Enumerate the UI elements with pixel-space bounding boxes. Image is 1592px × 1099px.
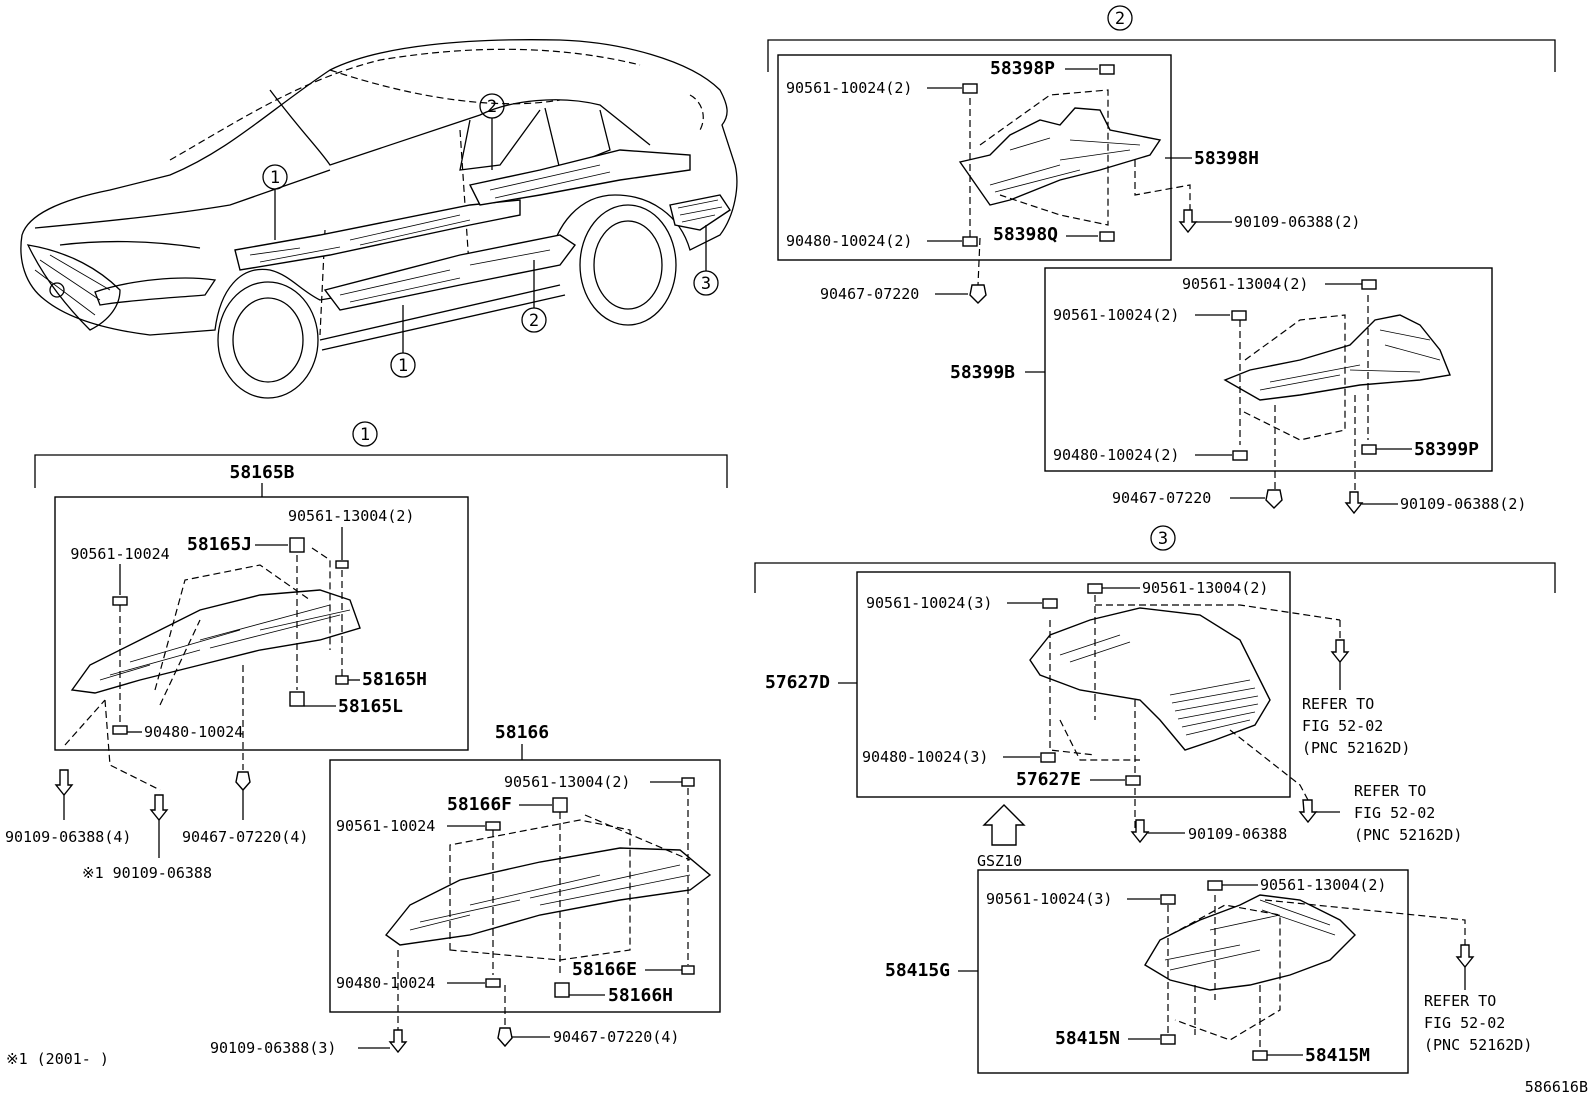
label-90561-10024-3-e: 90561-10024(3) (986, 890, 1112, 908)
figure-id: 586616B (1525, 1078, 1588, 1096)
group-3-callout: 3 (1150, 525, 1176, 551)
refer-3-line1: REFER TO (1424, 992, 1496, 1010)
label-58399B: 58399B (950, 362, 1015, 383)
label-90561-13004-2-c: 90561-13004(2) (1182, 275, 1308, 293)
label-58166F: 58166F (447, 794, 512, 815)
callout-1-lower: 1 (390, 352, 416, 378)
group-2: 2 58398P 90561-10024(2) 58398H 90480-100… (767, 5, 1556, 515)
label-57627D: 57627D (765, 672, 830, 693)
car-illustration: 1 2 1 2 3 (20, 39, 738, 399)
label-58398Q: 58398Q (993, 224, 1058, 245)
refer-1-line2: FIG 52-02 (1302, 717, 1383, 735)
refer-1-line3: (PNC 52162D) (1302, 739, 1410, 757)
label-58166E: 58166E (572, 959, 637, 980)
label-90561-10024-2-c: 90561-10024(2) (1053, 306, 1179, 324)
label-90480-10024-2-c: 90480-10024(2) (1053, 446, 1179, 464)
label-90480-10024: 90480-10024 (144, 723, 243, 741)
label-90467-07220: 90467-07220 (820, 285, 919, 303)
label-90561-13004-2-b: 90561-13004(2) (504, 773, 630, 791)
refer-3-line2: FIG 52-02 (1424, 1014, 1505, 1032)
label-57627E: 57627E (1016, 769, 1081, 790)
label-90109-06388-note: ※1 90109-06388 (82, 864, 212, 882)
refer-2-line1: REFER TO (1354, 782, 1426, 800)
label-58399P: 58399P (1414, 439, 1479, 460)
callout-2-upper: 2 (479, 93, 505, 119)
label-58415G: 58415G (885, 960, 950, 981)
svg-text:2: 2 (529, 311, 539, 331)
svg-text:2: 2 (1115, 9, 1125, 29)
refer-2-line2: FIG 52-02 (1354, 804, 1435, 822)
label-90109-06388-4: 90109-06388(4) (5, 828, 131, 846)
label-90480-10024-3: 90480-10024(3) (862, 748, 988, 766)
variant-label: GSZ10 (977, 852, 1022, 870)
label-58165H: 58165H (362, 669, 427, 690)
group-1-callout: 1 (352, 421, 378, 447)
svg-text:3: 3 (701, 274, 711, 294)
label-90109-06388-2: 90109-06388(2) (1234, 213, 1360, 231)
svg-text:1: 1 (360, 425, 370, 445)
label-90480-10024-b: 90480-10024 (336, 974, 435, 992)
label-90561-10024-2: 90561-10024(2) (786, 79, 912, 97)
label-58415M: 58415M (1305, 1045, 1370, 1066)
label-90561-13004-2-d: 90561-13004(2) (1142, 579, 1268, 597)
callout-3: 3 (693, 270, 719, 296)
label-90109-06388-2-c: 90109-06388(2) (1400, 495, 1526, 513)
label-58398H: 58398H (1194, 148, 1259, 169)
label-90109-06388-d: 90109-06388 (1188, 825, 1287, 843)
label-90561-10024-3: 90561-10024(3) (866, 594, 992, 612)
refer-1-line1: REFER TO (1302, 695, 1374, 713)
callout-2-lower: 2 (521, 307, 547, 333)
label-90109-06388-3: 90109-06388(3) (210, 1039, 336, 1057)
callout-1-upper: 1 (262, 164, 288, 190)
label-90561-10024: 90561-10024 (70, 545, 169, 563)
label-58415N: 58415N (1055, 1028, 1120, 1049)
label-90561-13004-2-e: 90561-13004(2) (1260, 876, 1386, 894)
group-3: 3 90561-13004(2) 90561-10024(3) 57627D 9… (754, 525, 1556, 1074)
group-2-callout: 2 (1107, 5, 1133, 31)
svg-text:2: 2 (487, 97, 497, 117)
label-90561-13004-2: 90561-13004(2) (288, 507, 414, 525)
group-1: 1 58165B 90561-10024 58165J 90561-13004(… (5, 421, 728, 1057)
svg-text:1: 1 (398, 356, 408, 376)
label-58165L: 58165L (338, 696, 403, 717)
label-58166H: 58166H (608, 985, 673, 1006)
label-90467-07220-4-b: 90467-07220(4) (553, 1028, 679, 1046)
label-58166: 58166 (495, 722, 549, 743)
svg-text:1: 1 (270, 168, 280, 188)
label-90561-10024-b: 90561-10024 (336, 817, 435, 835)
refer-2-line3: (PNC 52162D) (1354, 826, 1462, 844)
up-arrow-icon (982, 804, 1026, 846)
svg-text:3: 3 (1158, 529, 1168, 549)
footnote: ※1 (2001- ) (6, 1050, 109, 1068)
label-90467-07220-c: 90467-07220 (1112, 489, 1211, 507)
label-58165B: 58165B (229, 462, 294, 483)
refer-3-line3: (PNC 52162D) (1424, 1036, 1532, 1054)
label-90480-10024-2: 90480-10024(2) (786, 232, 912, 250)
label-58165J: 58165J (187, 534, 252, 555)
label-90467-07220-4: 90467-07220(4) (182, 828, 308, 846)
label-58398P: 58398P (990, 58, 1055, 79)
